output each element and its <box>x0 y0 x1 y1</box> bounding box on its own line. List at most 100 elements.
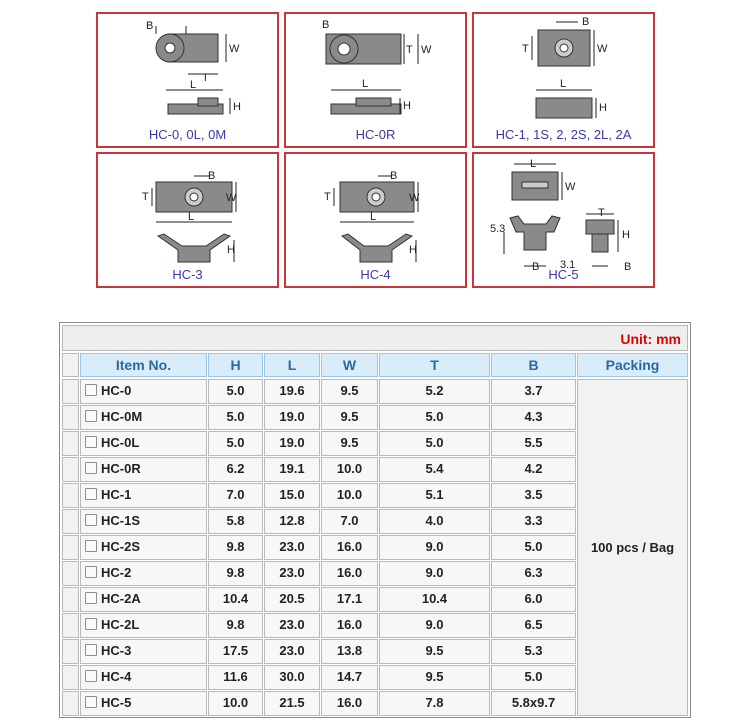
label-h: H <box>599 102 607 114</box>
table-row-item: HC-1S <box>80 509 207 534</box>
item-number: HC-0L <box>101 435 140 450</box>
diagram-caption: HC-3 <box>172 267 203 282</box>
label-t: T <box>202 72 209 84</box>
label-l: L <box>530 158 536 170</box>
row-checkbox[interactable] <box>85 696 97 708</box>
cell-w: 16.0 <box>321 561 378 586</box>
unit-label: Unit: mm <box>620 331 681 347</box>
cell-w: 16.0 <box>321 535 378 560</box>
item-number: HC-0M <box>101 409 143 424</box>
diagram-hc-0: B W T L H HC-0, 0L, 0M <box>96 12 279 148</box>
cell-b: 4.2 <box>491 457 576 482</box>
cell-t: 5.0 <box>379 431 490 456</box>
label-w: W <box>229 43 240 55</box>
row-checkbox[interactable] <box>85 592 97 604</box>
label-h: H <box>233 101 241 113</box>
label-t: T <box>142 191 149 203</box>
header-w: W <box>321 353 378 377</box>
label-b: B <box>532 261 539 273</box>
cell-b: 5.3 <box>491 639 576 664</box>
label-h: H <box>227 244 235 256</box>
label-t: T <box>324 191 331 203</box>
cell-t: 5.1 <box>379 483 490 508</box>
cell-w: 10.0 <box>321 457 378 482</box>
cell-w: 16.0 <box>321 691 378 716</box>
cell-h: 17.5 <box>208 639 263 664</box>
diagram-caption: HC-4 <box>360 267 391 282</box>
header-spacer <box>62 353 79 377</box>
label-b: B <box>146 20 153 32</box>
cell-b: 6.5 <box>491 613 576 638</box>
cell-h: 11.6 <box>208 665 263 690</box>
cell-l: 30.0 <box>264 665 320 690</box>
label-w: W <box>226 192 237 204</box>
cell-b: 4.3 <box>491 405 576 430</box>
row-spacer <box>62 665 79 690</box>
cell-l: 15.0 <box>264 483 320 508</box>
row-checkbox[interactable] <box>85 670 97 682</box>
row-checkbox[interactable] <box>85 462 97 474</box>
row-checkbox[interactable] <box>85 410 97 422</box>
label-t: T <box>598 207 605 219</box>
row-spacer <box>62 379 79 404</box>
item-number: HC-4 <box>101 669 132 684</box>
cell-l: 19.6 <box>264 379 320 404</box>
item-number: HC-1 <box>101 487 132 502</box>
table-row-item: HC-4 <box>80 665 207 690</box>
label-w: W <box>421 44 432 56</box>
hc-0-drawing: B W T L H <box>146 20 241 115</box>
diagram-hc-1: B T W L H HC-1, 1S, 2, 2S, 2L, 2A <box>472 12 655 148</box>
cell-h: 7.0 <box>208 483 263 508</box>
diagram-caption: HC-5 <box>548 267 579 282</box>
row-checkbox[interactable] <box>85 540 97 552</box>
cell-h: 10.0 <box>208 691 263 716</box>
cell-t: 10.4 <box>379 587 490 612</box>
row-checkbox[interactable] <box>85 436 97 448</box>
label-3-1: 3.1 <box>560 259 575 271</box>
cell-h: 5.0 <box>208 405 263 430</box>
label-b: B <box>624 261 631 273</box>
label-l: L <box>362 78 368 90</box>
row-checkbox[interactable] <box>85 514 97 526</box>
cell-l: 12.8 <box>264 509 320 534</box>
hc-5-drawing: L W T H 5.3 B 3.1 B <box>490 158 631 273</box>
row-spacer <box>62 535 79 560</box>
row-checkbox[interactable] <box>85 488 97 500</box>
row-checkbox[interactable] <box>85 644 97 656</box>
row-checkbox[interactable] <box>85 384 97 396</box>
label-b: B <box>390 170 397 182</box>
table-row-item: HC-2L <box>80 613 207 638</box>
label-t: T <box>406 44 413 56</box>
label-w: W <box>409 192 420 204</box>
item-number: HC-2A <box>101 591 141 606</box>
row-checkbox[interactable] <box>85 618 97 630</box>
diagram-grid: B W T L H HC-0, 0L, 0M <box>96 12 655 302</box>
item-number: HC-2L <box>101 617 140 632</box>
hc-3-drawing: B T W L H <box>142 170 237 263</box>
label-5-3: 5.3 <box>490 223 505 235</box>
label-l: L <box>190 79 196 91</box>
cell-l: 19.0 <box>264 405 320 430</box>
cell-h: 9.8 <box>208 535 263 560</box>
row-spacer <box>62 483 79 508</box>
table-row-item: HC-2 <box>80 561 207 586</box>
cell-b: 3.7 <box>491 379 576 404</box>
table-row-item: HC-3 <box>80 639 207 664</box>
row-spacer <box>62 613 79 638</box>
item-number: HC-1S <box>101 513 141 528</box>
row-checkbox[interactable] <box>85 566 97 578</box>
label-w: W <box>565 181 576 193</box>
row-spacer <box>62 509 79 534</box>
label-h: H <box>409 244 417 256</box>
header-t: T <box>379 353 490 377</box>
table-row-item: HC-2A <box>80 587 207 612</box>
cell-l: 21.5 <box>264 691 320 716</box>
cell-w: 13.8 <box>321 639 378 664</box>
row-spacer <box>62 431 79 456</box>
row-spacer <box>62 561 79 586</box>
cell-b: 5.5 <box>491 431 576 456</box>
label-w: W <box>597 43 608 55</box>
label-b: B <box>322 19 329 31</box>
cell-l: 23.0 <box>264 613 320 638</box>
row-spacer <box>62 639 79 664</box>
